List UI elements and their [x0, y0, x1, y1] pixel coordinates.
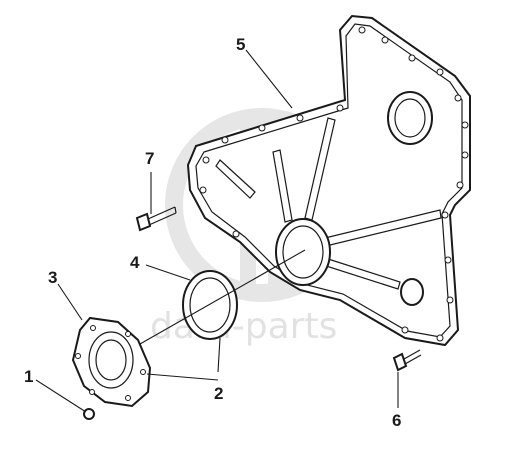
- flange-adapter: [71, 316, 152, 408]
- callout-3: 3: [48, 268, 57, 287]
- front-cover-plate: [186, 14, 471, 347]
- callout-7: 7: [145, 149, 154, 168]
- callout-1: 1: [24, 367, 33, 386]
- callout-4: 4: [130, 253, 140, 272]
- leader-lines: [35, 49, 399, 413]
- callout-6: 6: [392, 411, 401, 430]
- watermark-text: dara-parts: [150, 306, 337, 347]
- plug-pin: [83, 408, 95, 420]
- bolt-upper: [135, 206, 177, 232]
- seal-ring: [182, 270, 238, 340]
- bolt-lower: [392, 349, 422, 372]
- callout-2: 2: [214, 384, 223, 403]
- assembly-axis-line: [139, 249, 306, 345]
- callout-5: 5: [236, 35, 245, 54]
